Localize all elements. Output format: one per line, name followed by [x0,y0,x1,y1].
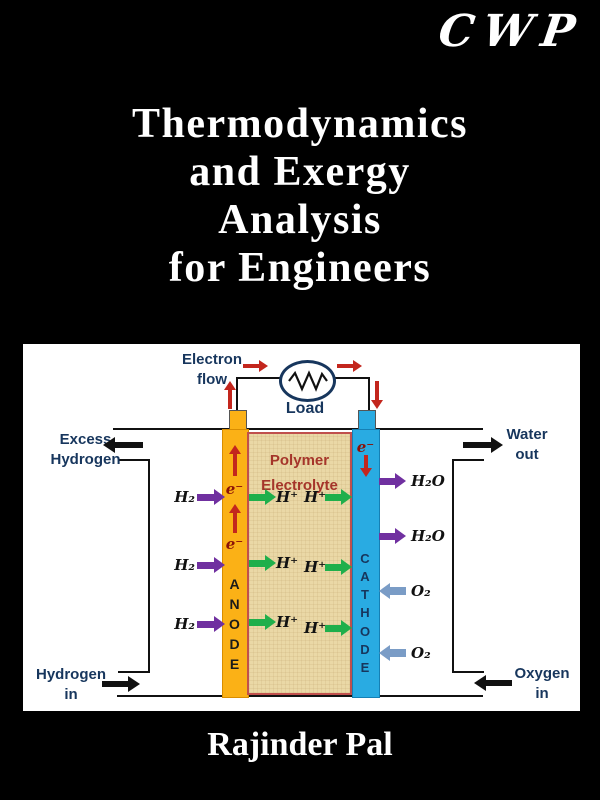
o2-inlet-arrow-icon [379,645,406,661]
title-line-4: for Engineers [168,245,432,291]
right-circuit-wire [331,377,370,412]
oxygen-in-label: Oxygen in [514,665,570,702]
polymer-electrolyte-label: Polymer Electrolyte [261,452,338,494]
electron-up-arrow-icon [223,381,237,409]
h-plus-label: H⁺ [276,488,299,506]
h2-inlet-arrow-icon [197,557,225,573]
cell-bottom-line [117,695,483,697]
h2-label: H₂ [174,488,195,506]
h2o-outlet-arrow-icon [379,528,406,544]
h-plus-label: H⁺ [276,613,299,631]
h-plus-label: H⁺ [304,619,327,637]
h-plus-label: H⁺ [276,554,299,572]
o2-label: O₂ [411,644,431,662]
anode-label: A N O D E [229,576,240,672]
load-resistor [279,360,336,402]
water-out-arrow-icon [463,437,503,453]
h2-inlet-arrow-icon [197,489,225,505]
title-line-3: Analysis [218,197,382,243]
anode-electron-label: e⁻ [225,480,244,498]
hydrogen-flow-channel [118,459,150,673]
cathode-electron-down-arrow-icon [359,455,372,477]
h-plus-label: H⁺ [304,488,327,506]
publisher-logo: CWP [435,6,588,57]
h-plus-arrow-icon [325,489,352,505]
h-plus-arrow-icon [249,555,276,571]
h2-label: H₂ [174,556,195,574]
water-out-label: Water out [506,426,548,463]
o2-label: O₂ [411,582,431,600]
anode-electron-label2: e⁻ [225,535,244,553]
excess-hydrogen-arrow-icon [103,437,143,453]
h2o-label: H₂O [411,527,445,545]
h-plus-arrow-icon [325,559,352,575]
o2-inlet-arrow-icon [379,583,406,599]
author-name: Rajinder Pal [207,726,393,763]
fuel-cell-diagram: Electron flow Load Polymer Electrolyte [23,344,580,711]
cathode-electron-label: e⁻ [356,438,375,456]
h-plus-arrow-icon [325,620,352,636]
electron-down-arrow-icon [370,381,384,409]
cathode-electrode [352,429,380,698]
hydrogen-in-label: Hydrogen in [35,666,106,703]
oxygen-in-arrow-icon [474,675,512,691]
h2o-label: H₂O [411,472,445,490]
book-title: Thermodynamics and Exergy Analysis for E… [0,100,600,292]
electron-flow-right-arrow2-icon [337,358,362,374]
cell-top-line [113,428,483,430]
anode-electron-up-arrow2-icon [228,504,241,533]
load-label: Load [285,400,325,417]
electron-flow-right-arrow-icon [243,358,268,374]
anode-electron-up-arrow-icon [228,445,241,476]
hydrogen-in-arrow-icon [102,676,140,692]
electron-flow-label: Electron flow [181,351,242,388]
h-plus-arrow-icon [249,614,276,630]
cathode-label: C A T H O D E [359,551,371,675]
h-plus-label: H⁺ [304,558,327,576]
h2o-outlet-arrow-icon [379,473,406,489]
h-plus-arrow-icon [249,489,276,505]
h2-label: H₂ [174,615,195,633]
excess-hydrogen-label: Excess Hydrogen [50,431,121,468]
resistor-zigzag-icon [287,370,328,392]
title-line-1: Thermodynamics [132,101,468,147]
oxygen-flow-channel [452,459,484,673]
h2-inlet-arrow-icon [197,616,225,632]
left-circuit-wire [236,377,283,412]
title-line-2: and Exergy [189,149,411,195]
